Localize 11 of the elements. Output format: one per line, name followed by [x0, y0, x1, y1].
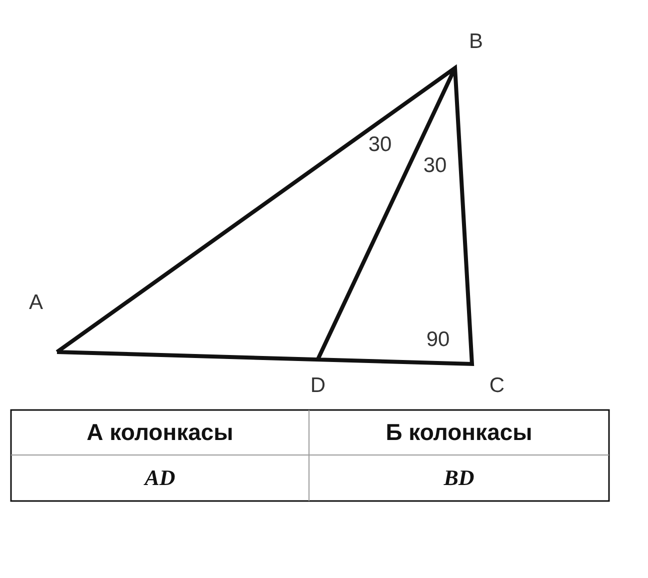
angle-label: 90 [426, 328, 450, 352]
column-header: Б колонкасы [386, 419, 532, 446]
angle-label: 30 [368, 133, 392, 157]
point-label: B [469, 30, 483, 54]
point-label: D [310, 374, 326, 398]
column-header: А колонкасы [86, 419, 234, 446]
angle-label: 30 [423, 154, 447, 178]
table-cell: AD [144, 465, 176, 491]
table-cell: BD [444, 465, 474, 491]
point-label: A [29, 291, 43, 315]
point-label: C [489, 374, 505, 398]
